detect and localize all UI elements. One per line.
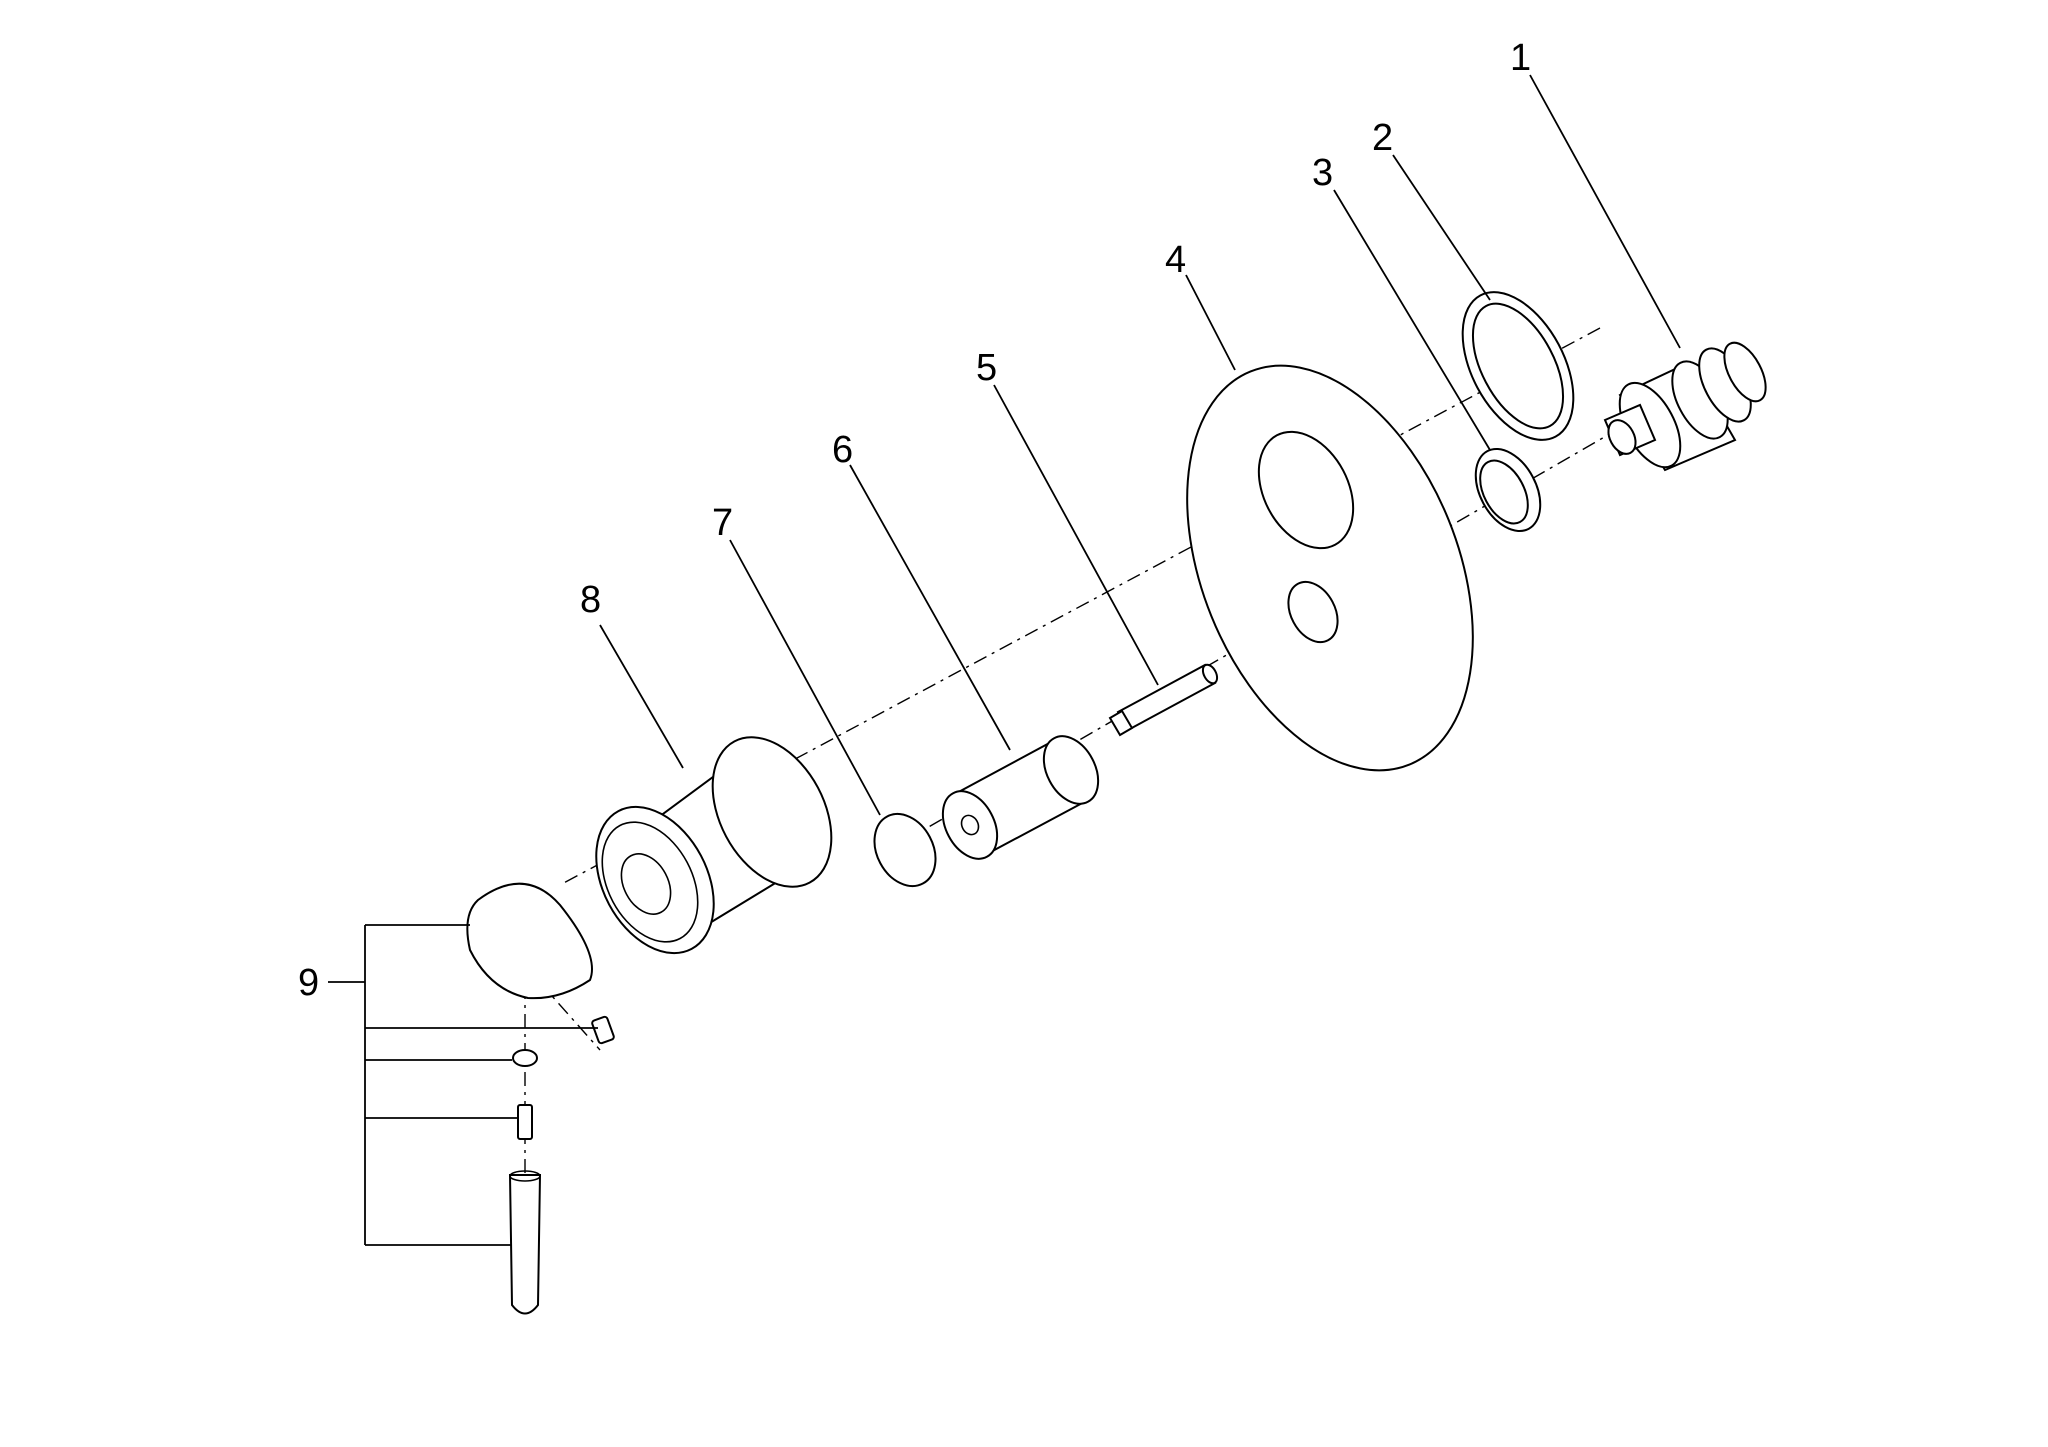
- part-cap-disk: [873, 812, 937, 888]
- callout-8: 8: [580, 579, 601, 621]
- part-spindle-extension: [1108, 663, 1219, 737]
- part-sleeve: [941, 735, 1100, 860]
- callout-2: 2: [1372, 117, 1393, 159]
- callout-1: 1: [1510, 37, 1531, 79]
- part-cartridge: [1603, 341, 1767, 472]
- part-lever-assembly: [466, 882, 615, 1315]
- callout-4: 4: [1165, 239, 1186, 281]
- callout-5: 5: [976, 347, 997, 389]
- callout-3: 3: [1312, 152, 1333, 194]
- part-small-ring: [1474, 447, 1542, 533]
- leader-lines: [599, 74, 1681, 816]
- callout-9: 9: [298, 962, 319, 1004]
- callout-numbers: 1 2 3 4 5 6 7 8 9: [298, 37, 1531, 1004]
- part-large-ring: [1461, 291, 1575, 441]
- part-handle-body: [595, 736, 833, 955]
- callout-7: 7: [712, 502, 733, 544]
- bracket-part-9: [328, 924, 598, 1246]
- callout-6: 6: [832, 429, 853, 471]
- part-escutcheon-plate: [1186, 364, 1474, 772]
